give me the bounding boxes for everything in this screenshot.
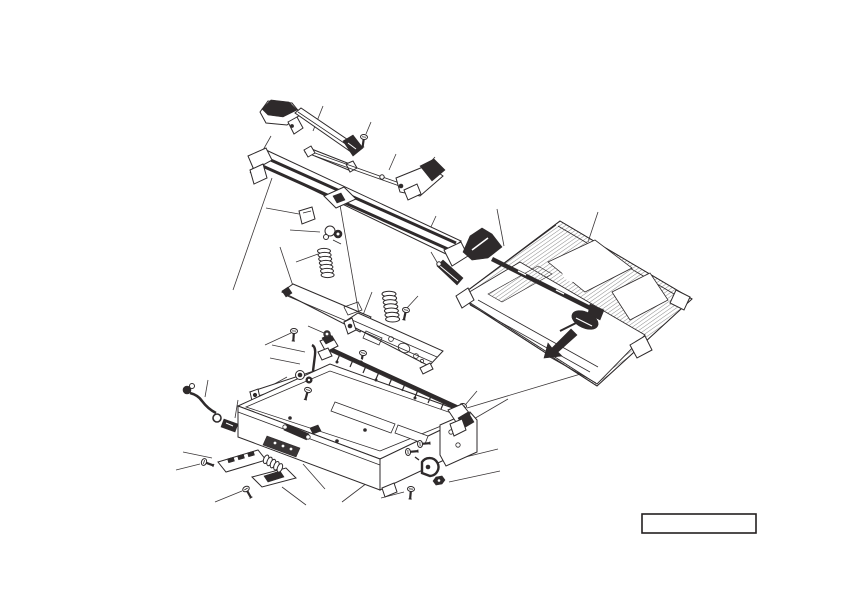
- platen-panel: [455, 220, 693, 387]
- label-box: [641, 513, 757, 534]
- compression-spring-2: [381, 290, 401, 323]
- lock-nut: [432, 475, 446, 486]
- cover-plate: [251, 467, 297, 488]
- gear-cluster: [323, 225, 343, 245]
- leader-line: [279, 246, 294, 287]
- sensor-harness: [182, 383, 239, 433]
- leader-line: [496, 208, 505, 247]
- lever-pin: [311, 330, 331, 372]
- leader-line: [302, 463, 326, 490]
- leader-line: [232, 177, 273, 291]
- flag-bracket: [298, 206, 316, 225]
- direction-arrow-icon: [543, 328, 578, 359]
- carriage-block: [323, 186, 357, 209]
- leader-line: [339, 204, 361, 321]
- gear-washer-cluster: [295, 370, 314, 402]
- leader-line: [281, 486, 307, 506]
- plate1-screw-icon: [288, 327, 299, 343]
- leader-line: [295, 253, 319, 263]
- guide-plate-group: [281, 283, 444, 375]
- left-screw-icon: [199, 456, 216, 470]
- carriage-upper-rod: [294, 107, 364, 157]
- leader-line: [182, 451, 213, 459]
- leader-line: [466, 369, 595, 409]
- carriage-rail-assembly: [247, 99, 469, 279]
- leader-line: [471, 398, 509, 421]
- leader-line: [341, 482, 368, 503]
- leader-line: [388, 153, 397, 171]
- leader-line: [234, 399, 239, 419]
- leader-line: [214, 490, 243, 503]
- platen-lever: [462, 227, 503, 261]
- carriage-right-bracket: [395, 158, 446, 201]
- platen-side-rod: [436, 259, 464, 286]
- leader-line: [269, 357, 301, 365]
- chassis-assembly: [182, 330, 478, 501]
- leader-line: [587, 211, 599, 243]
- leader-line: [405, 295, 419, 310]
- leader-line: [307, 325, 325, 334]
- guide-plate-2: [343, 312, 444, 375]
- leader-line: [365, 121, 372, 135]
- platen-assembly: [436, 220, 693, 418]
- leader-line: [271, 344, 306, 353]
- leader-line: [448, 470, 501, 483]
- carriage-guide-clamp: [259, 99, 304, 135]
- bottom-left-screw-icon: [240, 483, 256, 501]
- leader-line: [362, 291, 373, 316]
- toothed-guide-bar: [317, 333, 475, 437]
- bottom-screw-icon: [405, 485, 416, 501]
- drive-motor: [414, 456, 440, 478]
- leader-line: [289, 229, 321, 233]
- roller-assembly: [262, 423, 311, 458]
- leader-line: [465, 390, 478, 405]
- spring2-screw-icon: [399, 305, 412, 322]
- compression-spring-1: [317, 247, 335, 279]
- leader-line: [264, 332, 292, 346]
- leader-line: [265, 207, 300, 215]
- left-bracket-strip: [217, 449, 267, 473]
- leader-line: [204, 379, 209, 398]
- carriage-rail: [247, 147, 469, 267]
- small-spring: [262, 454, 284, 473]
- platen-carriage: [559, 310, 599, 332]
- leader-line: [175, 463, 201, 471]
